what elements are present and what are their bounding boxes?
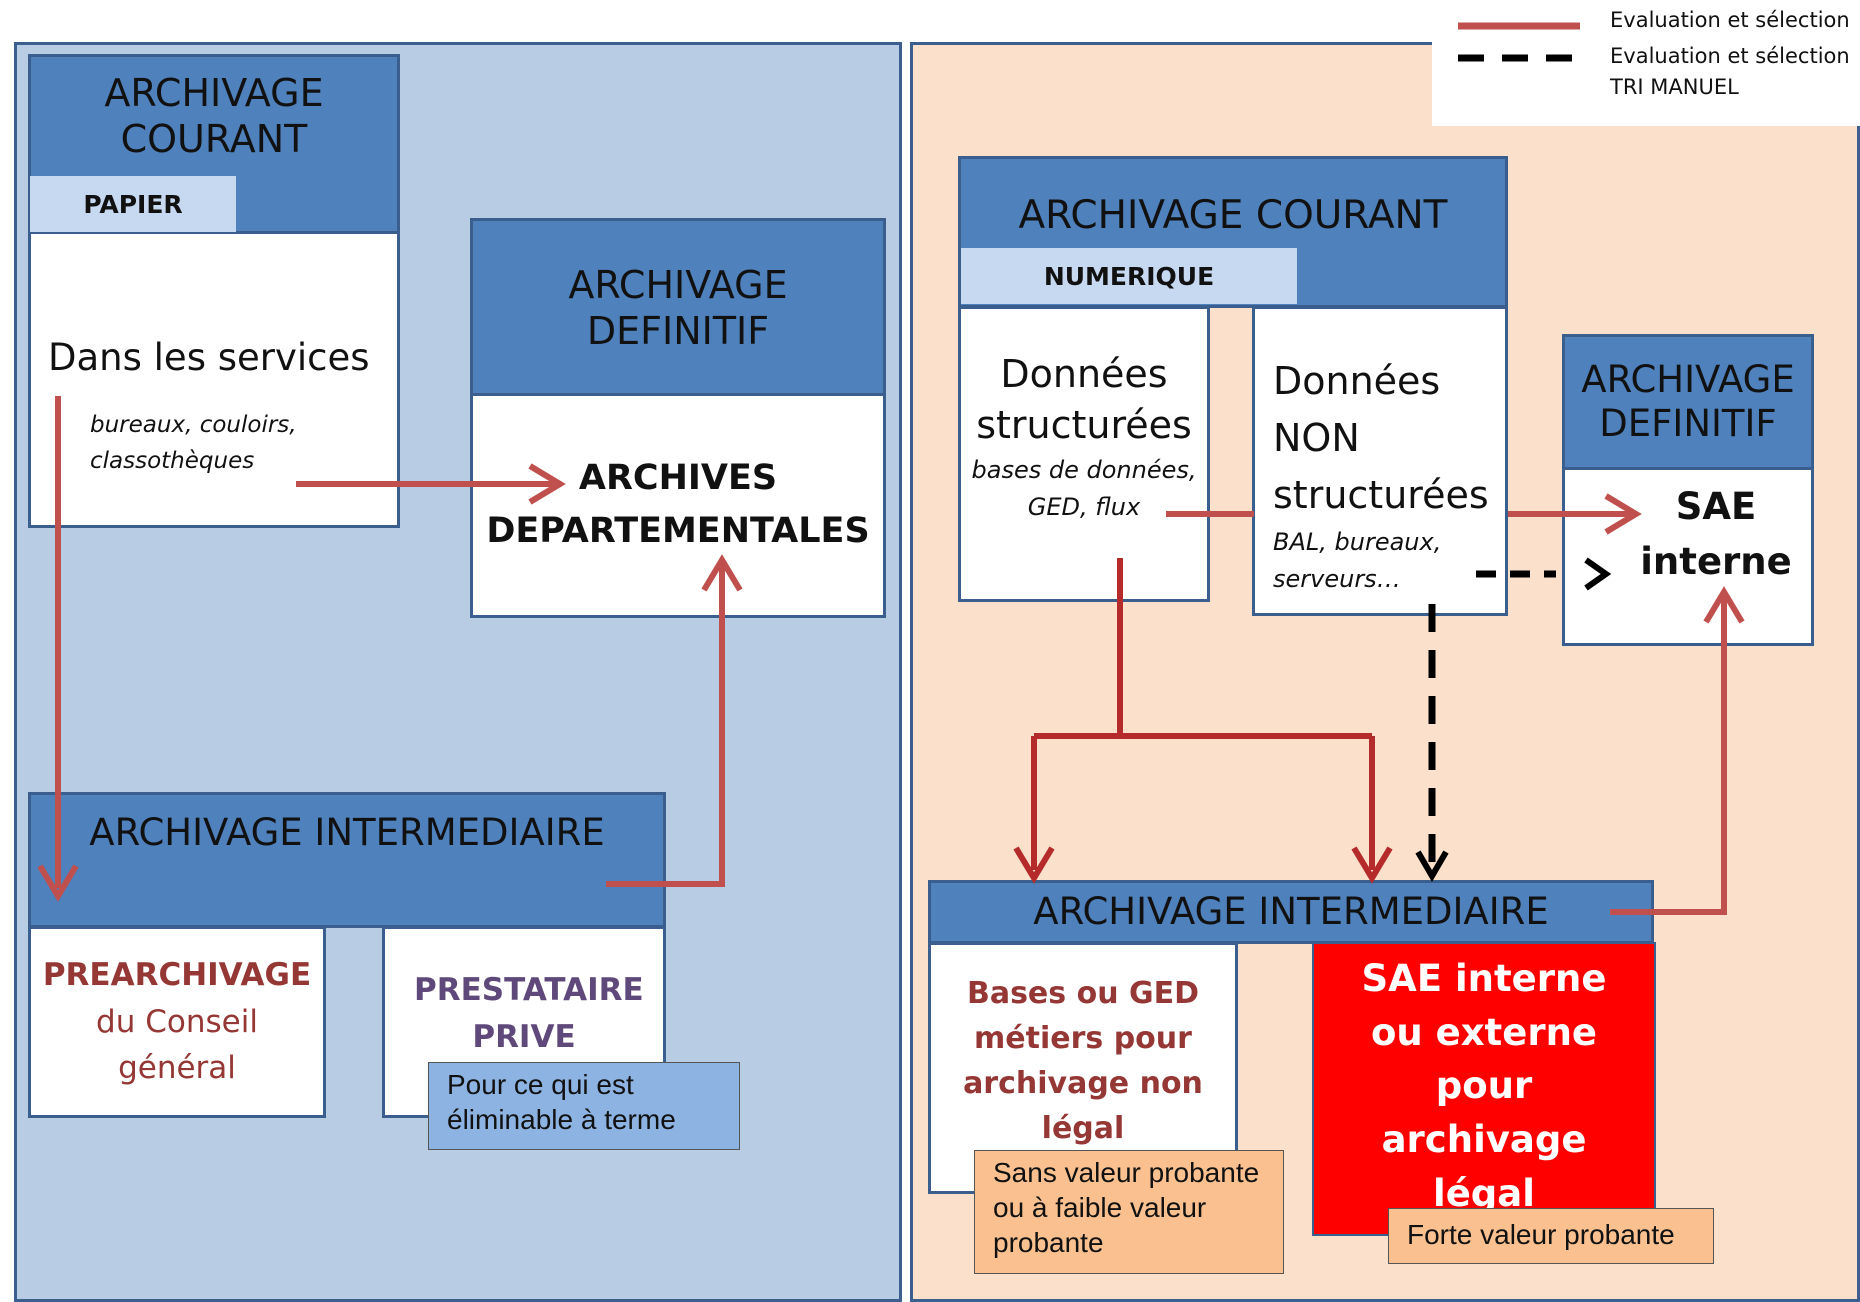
digital-courant-title: ARCHIVAGE COURANT: [1018, 193, 1448, 238]
paper-intermediaire-header: ARCHIVAGE INTERMEDIAIRE: [28, 792, 666, 928]
arrowhead-to-sae-legal: [1351, 846, 1393, 884]
paper-courant-title: ARCHIVAGE COURANT: [104, 71, 324, 161]
note-eliminable: Pour ce qui est éliminable à terme: [428, 1062, 740, 1150]
structured-data-sub: bases de données, GED, flux: [971, 455, 1197, 521]
legend-dashed-label: Evaluation et sélection: [1610, 44, 1850, 68]
structured-data-box: Données structurées bases de données, GE…: [958, 306, 1210, 602]
paper-definitif-header: ARCHIVAGE DEFINITIF: [470, 218, 886, 396]
paper-intermediaire-title: ARCHIVAGE INTERMEDIAIRE: [89, 811, 605, 854]
unstructured-data-sub: BAL, bureaux, serveurs…: [1273, 528, 1442, 594]
arrowhead-intermediaire-to-sae: [1703, 586, 1745, 624]
digital-intermediaire-title: ARCHIVAGE INTERMEDIAIRE: [1033, 889, 1549, 933]
arrowhead-intermediaire-to-definitif: [701, 554, 743, 592]
paper-courant-sub: bureaux, couloirs, classothèques: [90, 412, 297, 474]
prearchivage-box: PREARCHIVAGE du Conseil général: [28, 926, 326, 1118]
arrowhead-to-bases-ged: [1013, 846, 1055, 884]
arrowhead-to-sae-interne: [1604, 493, 1642, 535]
unstructured-data-title: Données NON structurées: [1273, 359, 1489, 517]
legend-swatches: [1458, 22, 1580, 62]
arrowhead-services-to-definitif: [528, 463, 566, 505]
paper-tag: PAPIER: [30, 176, 236, 232]
paper-courant-main: Dans les services: [48, 336, 370, 379]
sae-legal-box: SAE interne ou externe pour archivage lé…: [1312, 942, 1656, 1236]
dashed-arrowhead-to-sae-interne: [1584, 557, 1612, 591]
legend: Evaluation et sélection Evaluation et sé…: [1432, 0, 1860, 126]
digital-definitif-title: ARCHIVAGE DEFINITIF: [1581, 357, 1795, 445]
arrow-intermediaire-to-sae: [1610, 596, 1727, 915]
unstructured-data-box: Données NON structurées BAL, bureaux, se…: [1252, 306, 1508, 616]
paper-definitif-title: ARCHIVAGE DEFINITIF: [568, 263, 788, 353]
prestataire-label: PRESTATAIRE PRIVE: [414, 972, 644, 1055]
dashed-arrowhead-to-intermediaire: [1415, 850, 1449, 882]
legend-solid-label: Evaluation et sélection: [1610, 8, 1850, 32]
note-sans-valeur: Sans valeur probante ou à faible valeur …: [974, 1150, 1284, 1274]
paper-definitif-body: ARCHIVES DEPARTEMENTALES: [486, 458, 870, 552]
arrowhead-services-to-intermediaire: [37, 864, 79, 902]
digital-definitif-header: ARCHIVAGE DEFINITIF: [1562, 334, 1814, 470]
legend-dashed-label-2: TRI MANUEL: [1610, 75, 1739, 99]
bases-ged-label: Bases ou GED métiers pour archivage non …: [963, 976, 1203, 1146]
structured-data-title: Données structurées: [976, 352, 1192, 448]
arrow-intermediaire-to-definitif: [606, 566, 725, 887]
sae-interne-label: SAE interne: [1640, 485, 1792, 583]
digital-intermediaire-header: ARCHIVAGE INTERMEDIAIRE: [928, 880, 1654, 944]
note-forte-valeur: Forte valeur probante: [1388, 1208, 1714, 1264]
sae-legal-label: SAE interne ou externe pour archivage lé…: [1361, 957, 1607, 1215]
digital-tag: NUMERIQUE: [961, 248, 1297, 304]
digital-tag-label: NUMERIQUE: [1043, 261, 1215, 291]
prearchivage-title: PREARCHIVAGE: [42, 957, 312, 994]
paper-tag-label: PAPIER: [83, 189, 183, 219]
prearchivage-sub: du Conseil général: [96, 1003, 258, 1087]
